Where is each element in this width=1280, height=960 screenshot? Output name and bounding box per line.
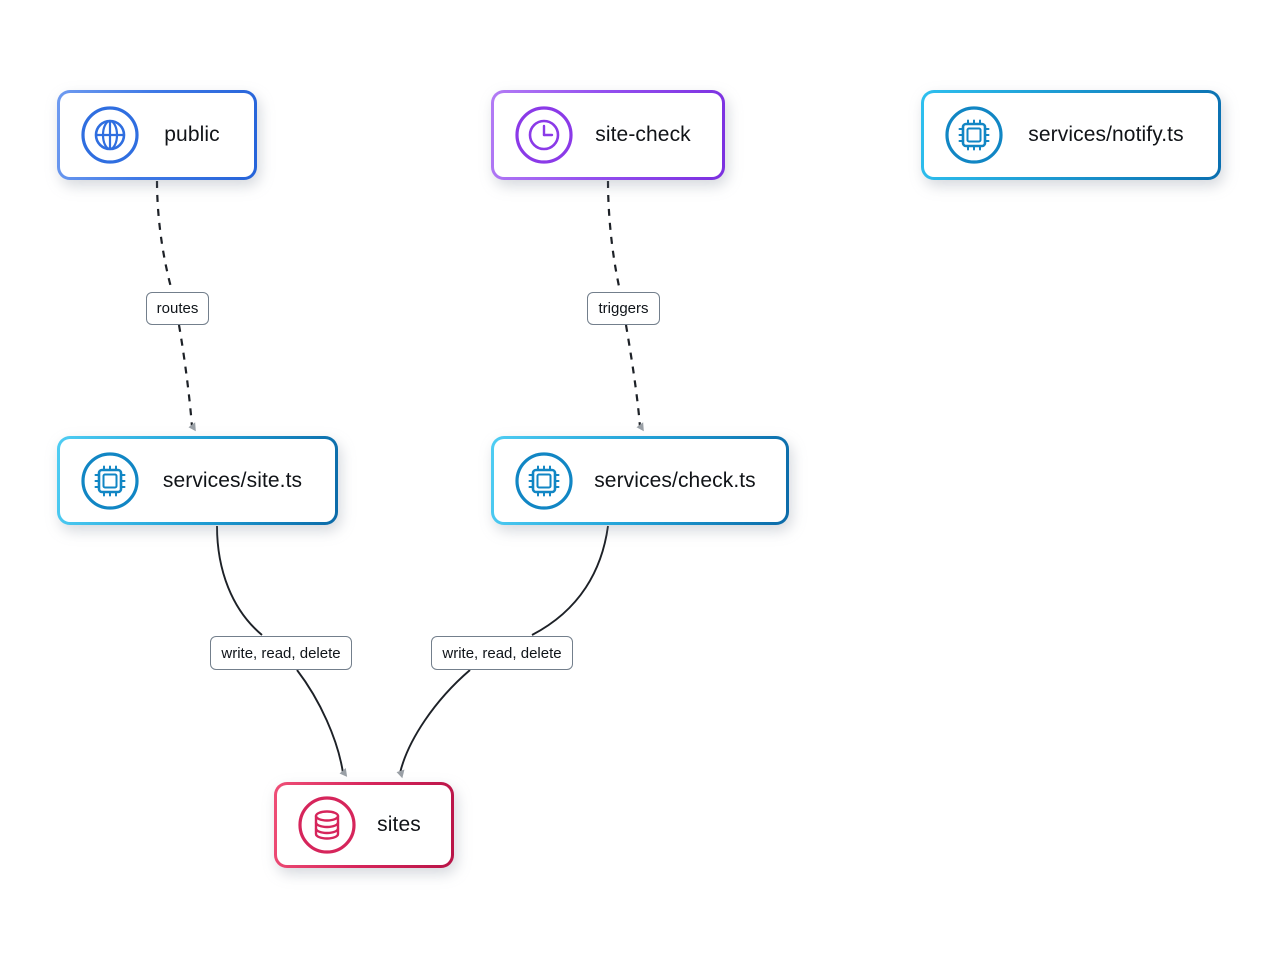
clock-icon [515,106,573,164]
edge-label-triggers[interactable]: triggers [587,292,660,325]
globe-icon [81,106,139,164]
node-sites[interactable]: sites [274,782,454,868]
edge-label-routes[interactable]: routes [146,292,209,325]
node-services-notify[interactable]: services/notify.ts [921,90,1221,180]
edge-check-to-sites-upper [531,525,609,636]
node-label-site-check: site-check [595,123,691,146]
node-label-services-notify: services/notify.ts [1028,123,1184,146]
edge-label-check-to-sites[interactable]: write, read, delete [431,636,573,670]
node-public[interactable]: public [57,90,257,180]
node-label-services-check: services/check.ts [594,468,756,492]
node-services-check[interactable]: services/check.ts [491,436,789,525]
node-label-public: public [164,123,220,146]
edge-check-to-sites-lower [396,669,471,779]
edge-sitecheck-to-check-lower [624,324,644,432]
cpu-chip-icon [945,106,1003,164]
edge-label-site-to-sites[interactable]: write, read, delete [210,636,352,670]
database-icon [298,796,356,854]
cpu-chip-icon [515,451,573,510]
edge-public-to-site-lower [177,324,196,432]
cpu-chip-icon [81,451,139,510]
edge-public-to-site-upper [155,180,174,292]
edge-sitecheck-to-check-upper [606,180,622,292]
node-site-check[interactable]: site-check [491,90,725,180]
node-services-site[interactable]: services/site.ts [57,436,338,525]
node-label-services-site: services/site.ts [162,468,303,492]
edge-site-to-sites-lower [296,669,348,777]
node-label-sites: sites [377,813,421,836]
edge-site-to-sites-upper [216,525,263,636]
